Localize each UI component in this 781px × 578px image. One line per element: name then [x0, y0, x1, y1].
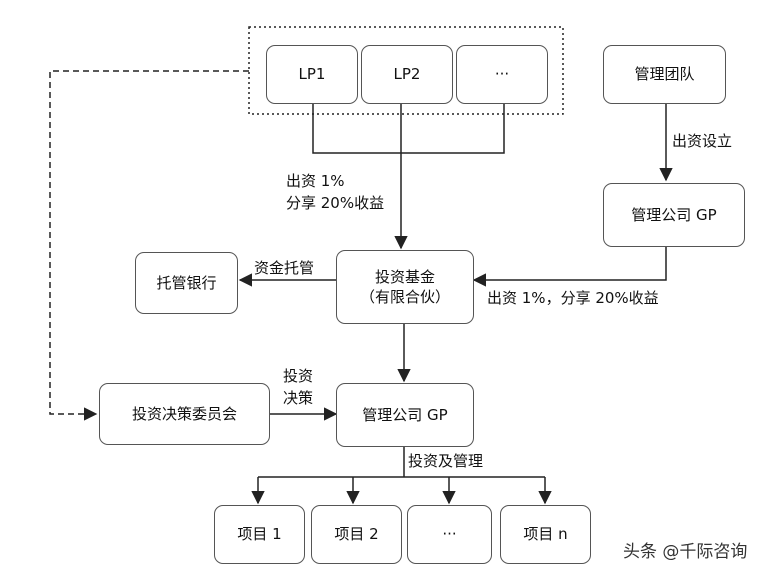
decision-edge-label: 投资 决策: [283, 366, 313, 410]
decision-edge-label-line2: 决策: [283, 388, 314, 407]
mgmt-team-edge-label: 出资设立: [672, 132, 733, 150]
fund-box-line1: 投资基金: [374, 267, 435, 286]
lp-edge-label: 出资 1% 分享 20%收益: [286, 171, 384, 215]
lp-connector: [312, 104, 505, 154]
invest-edge-label: 投资及管理: [408, 452, 484, 470]
project-box-1: 项目 1: [214, 505, 305, 564]
lp-box-2: LP2: [361, 45, 453, 104]
gp-top-box: 管理公司 GP: [603, 183, 745, 247]
custody-edge-label: 资金托管: [254, 259, 315, 277]
mgmt-team-box: 管理团队: [603, 45, 726, 104]
gp-mid-box: 管理公司 GP: [336, 383, 474, 447]
fund-box-line2: （有限合伙）: [359, 288, 450, 306]
watermark: 头条 @千际咨询: [623, 542, 748, 562]
lp-box-more: ···: [456, 45, 548, 104]
lp-edge-label-line2: 分享 20%收益: [286, 193, 385, 212]
lp-group-border: [248, 26, 564, 115]
project-box-2: 项目 2: [311, 505, 402, 564]
lp-to-committee-dashed-arrow: [49, 70, 249, 421]
custodian-box: 托管银行: [135, 252, 238, 314]
gp-to-fund-arrow: [472, 247, 667, 287]
lp-edge-label-line1: 出资 1%: [286, 172, 345, 190]
committee-box: 投资决策委员会: [99, 383, 270, 445]
gp-edge-label: 出资 1%，分享 20%收益: [487, 289, 659, 307]
project-box-more: ···: [407, 505, 492, 564]
decision-edge-label-line1: 投资: [283, 367, 314, 385]
project-box-n: 项目 n: [500, 505, 591, 564]
lp-box-1: LP1: [266, 45, 358, 104]
fund-box: 投资基金 （有限合伙）: [336, 250, 474, 324]
